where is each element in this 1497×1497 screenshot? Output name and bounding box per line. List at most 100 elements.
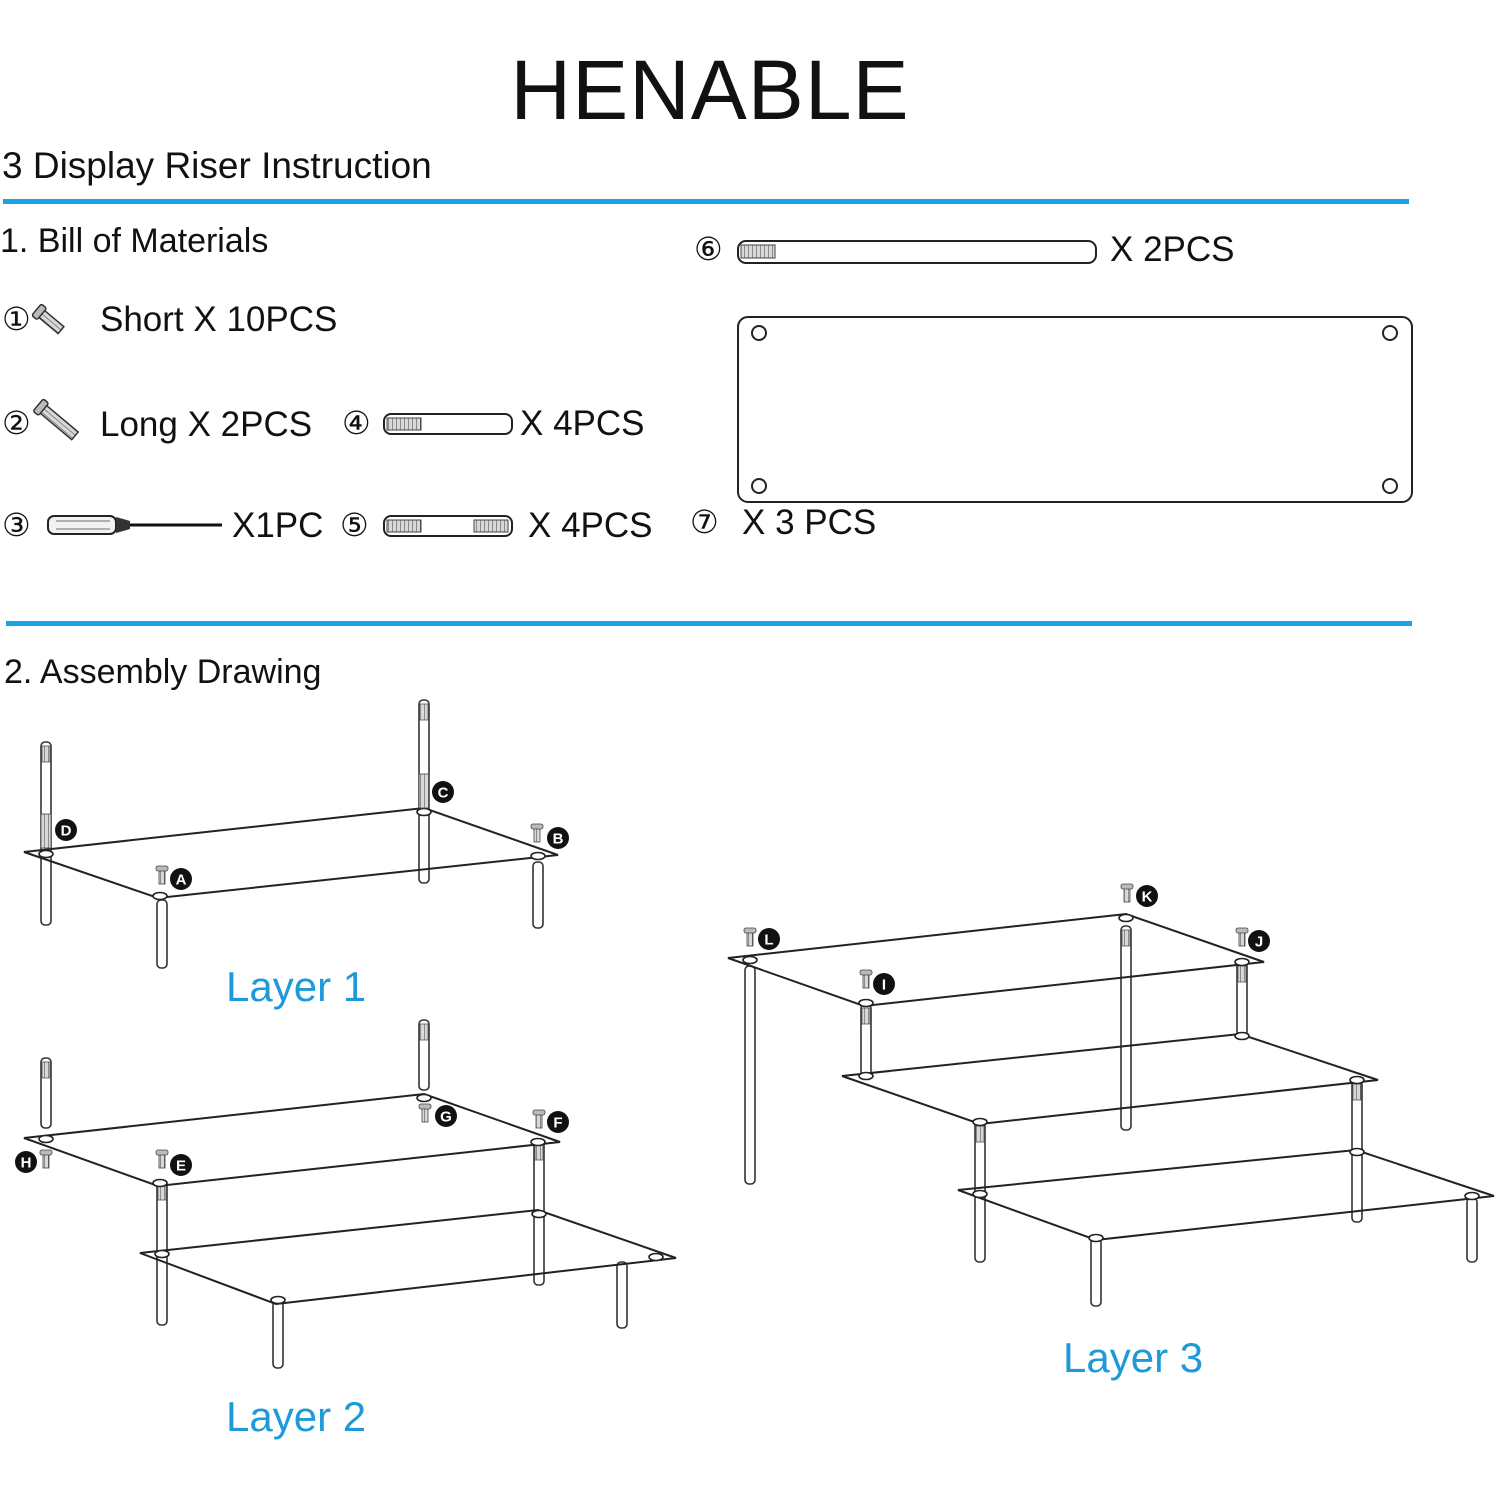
marker-e-badge: [170, 1154, 192, 1176]
marker-l-label: L: [764, 932, 773, 949]
marker-h-badge: [15, 1151, 37, 1173]
layer-2-label: Layer 2: [226, 1393, 367, 1440]
screw-head: [155, 1149, 169, 1156]
acrylic-panel-icon: [737, 316, 1413, 503]
long-screw: [418, 773, 430, 809]
marker-j-badge: [1248, 930, 1270, 952]
screw: [862, 973, 870, 989]
marker-d-label: D: [61, 823, 72, 840]
panel-hole: [1349, 1147, 1365, 1157]
item-label-6: X 2PCS: [1110, 230, 1235, 269]
screw-head: [1120, 883, 1134, 890]
panel-hole: [270, 1295, 286, 1305]
panel-hole: [972, 1117, 988, 1127]
screw: [1238, 931, 1246, 947]
support-rod: [272, 1299, 284, 1369]
marker-f-label: F: [553, 1115, 562, 1132]
bom-heading: 1. Bill of Materials: [0, 222, 269, 260]
marker-a-label: A: [176, 872, 187, 889]
rod-one-thread-icon: [383, 413, 513, 435]
screw-head: [39, 1149, 53, 1156]
panel-hole: [38, 1134, 54, 1144]
screw-head: [155, 865, 169, 872]
layer-3-bottom-panel: [957, 1148, 1495, 1242]
panel-hole: [1234, 957, 1250, 967]
support-rod: [532, 861, 544, 929]
section-divider-top: [3, 199, 1409, 204]
item-number-2: ②: [2, 404, 31, 442]
screw: [42, 1153, 50, 1169]
rod-thread: [41, 1061, 51, 1079]
panel-hole: [972, 1189, 988, 1199]
screw-head: [532, 1109, 546, 1116]
long-screw-icon: [33, 398, 80, 441]
marker-i-badge: [873, 973, 895, 995]
item-label-2: Long X 2PCS: [100, 405, 313, 444]
item-label-3: X1PC: [232, 506, 324, 545]
support-rod: [1090, 1237, 1102, 1307]
support-rod: [156, 899, 168, 969]
rod-thread: [975, 1125, 985, 1143]
layer-2-lower-panel: [139, 1208, 677, 1306]
marker-f-badge: [547, 1111, 569, 1133]
item-number-6: ⑥: [694, 230, 723, 268]
screw-head: [743, 927, 757, 934]
screw: [1123, 887, 1131, 903]
panel-hole: [416, 1093, 432, 1103]
rod-thread: [419, 703, 429, 721]
layer-3-middle-panel: [841, 1032, 1379, 1126]
layer-3-label: Layer 3: [1063, 1334, 1204, 1381]
long-rod-icon: [737, 240, 1097, 264]
layer-1-drawing: [23, 699, 559, 969]
marker-a-badge: [170, 868, 192, 890]
support-rod: [616, 1261, 628, 1329]
screwdriver-icon: [47, 515, 222, 535]
layer-1-label: Layer 1: [226, 963, 367, 1010]
rod-thread: [419, 1023, 429, 1041]
panel-hole: [38, 849, 54, 859]
marker-h-label: H: [21, 1155, 32, 1172]
panel-hole: [1349, 1075, 1365, 1085]
item-label-7: X 3 PCS: [742, 503, 877, 542]
marker-l-badge: [758, 928, 780, 950]
panel-hole: [154, 1249, 170, 1259]
panel-hole: [530, 851, 546, 861]
marker-b-label: B: [553, 831, 564, 848]
screw: [533, 827, 541, 843]
screw: [158, 1153, 166, 1169]
panel-hole: [152, 891, 168, 901]
assembly-heading: 2. Assembly Drawing: [4, 653, 322, 691]
screw-head: [418, 1103, 432, 1110]
support-rod: [1120, 925, 1132, 1131]
rod-thread: [1121, 929, 1131, 947]
layer-3-drawing: [727, 883, 1495, 1307]
panel-hole: [648, 1252, 664, 1262]
panel-hole: [1464, 1191, 1480, 1201]
marker-g-badge: [435, 1105, 457, 1127]
marker-c-label: C: [438, 785, 449, 802]
item-label-4: X 4PCS: [520, 404, 645, 443]
panel-hole: [858, 998, 874, 1008]
panel-hole: [530, 1137, 546, 1147]
page-subtitle: 3 Display Riser Instruction: [2, 145, 432, 186]
marker-c-badge: [432, 781, 454, 803]
layer-1-panel: [23, 806, 559, 900]
long-screw: [40, 813, 52, 849]
item-label-1: Short X 10PCS: [100, 300, 338, 339]
rod-two-thread-icon: [383, 515, 513, 537]
panel-hole: [152, 1178, 168, 1188]
rod-thread: [1352, 1083, 1362, 1101]
panel-hole: [742, 955, 758, 965]
rod-thread: [534, 1143, 544, 1161]
item-number-1: ①: [2, 300, 31, 338]
rod-thread: [41, 745, 51, 763]
layer-2-drawing: [23, 1019, 677, 1369]
marker-d-badge: [55, 819, 77, 841]
layer-2-upper-panel: [23, 1092, 561, 1188]
section-divider-mid: [6, 621, 1412, 626]
panel-hole: [1234, 1031, 1250, 1041]
panel-hole: [858, 1071, 874, 1081]
panel-hole: [1118, 913, 1134, 923]
